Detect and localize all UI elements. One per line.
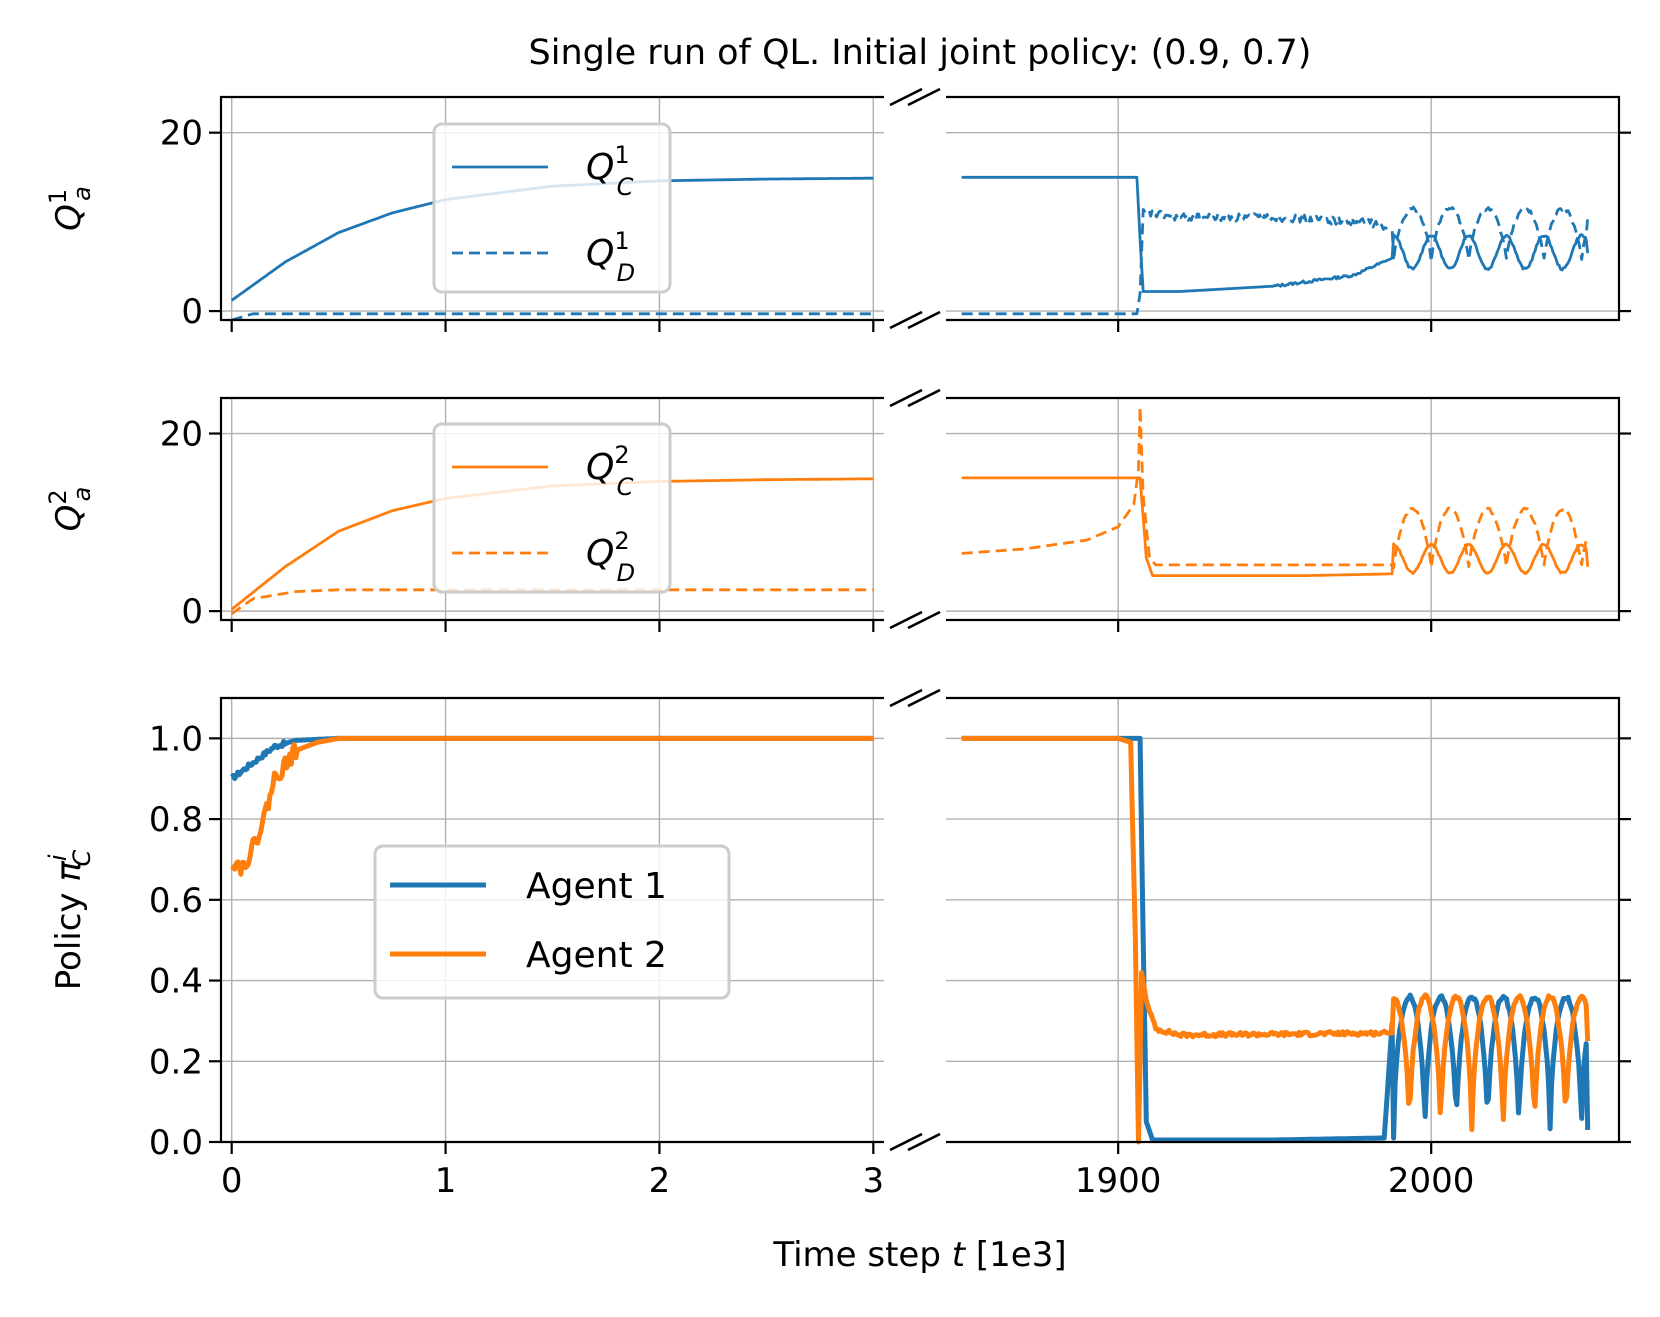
axis-break-mark (889, 87, 923, 107)
series-line (230, 735, 875, 877)
axis-break-mark (889, 1132, 923, 1152)
y-tick-label: 0.2 (149, 1042, 203, 1082)
x-tick-label: 2 (649, 1161, 671, 1201)
series-line (960, 735, 1591, 1143)
axis-break-mark (889, 388, 923, 408)
y-tick-label: 0.4 (149, 962, 203, 1002)
axes-frame-left (219, 95, 884, 322)
x-tick-label: 0 (221, 1161, 243, 1201)
axis-break-mark (907, 610, 941, 630)
y-axis-label: Policy πiC (44, 850, 96, 991)
legend-pi: Agent 1 Agent 2 (373, 844, 731, 1000)
axis-break-mark (889, 310, 923, 330)
series-line (231, 312, 874, 322)
y-tick-label: 1.0 (149, 719, 203, 759)
y-tick-label: 0.8 (149, 800, 203, 840)
figure-title: Single run of QL. Initial joint policy: … (529, 33, 1312, 73)
series-line (961, 405, 1589, 570)
y-tick-label: 0.6 (149, 881, 203, 921)
axes-frame-right (946, 696, 1621, 1144)
x-axis-label: Time step t [1e3] (772, 1235, 1066, 1275)
axes-frame-left (219, 396, 884, 622)
panel-pi: 0.0 0.2 0.4 0.6 0.8 1.0 0 1 2 3 1900 2000 Policy πiC (44, 688, 1631, 1201)
axis-break-mark (907, 1132, 941, 1152)
axes-frame-left (219, 696, 884, 1144)
legend-label: Agent 1 (526, 866, 667, 907)
series-line (961, 476, 1590, 577)
legend-label: Agent 2 (526, 935, 667, 976)
y-tick-label: 0 (181, 592, 203, 632)
y-tick-label: 0.0 (149, 1123, 203, 1163)
y-tick-label: 20 (160, 114, 203, 154)
y-tick-label: 20 (160, 415, 203, 455)
axis-break-mark (907, 388, 941, 408)
axis-break-mark (889, 688, 923, 708)
series-line (961, 175, 1590, 293)
axes-frame-right (946, 396, 1621, 622)
axis-break-mark (889, 610, 923, 630)
x-tick-label: 1 (435, 1161, 457, 1201)
axis-break-mark (907, 688, 941, 708)
x-tick-label: 2000 (1388, 1161, 1475, 1201)
x-tick-label: 1900 (1075, 1161, 1162, 1201)
y-tick-label: 0 (181, 292, 203, 332)
axes-frame-right (946, 95, 1621, 322)
series-line (960, 735, 1591, 1145)
x-tick-label: 3 (862, 1161, 884, 1201)
y-axis-label: Q2a (44, 487, 96, 532)
axis-break-mark (907, 310, 941, 330)
series-line (961, 205, 1590, 316)
series-line (230, 735, 875, 781)
y-axis-label: Q1a (44, 186, 96, 231)
axis-break-mark (907, 87, 941, 107)
